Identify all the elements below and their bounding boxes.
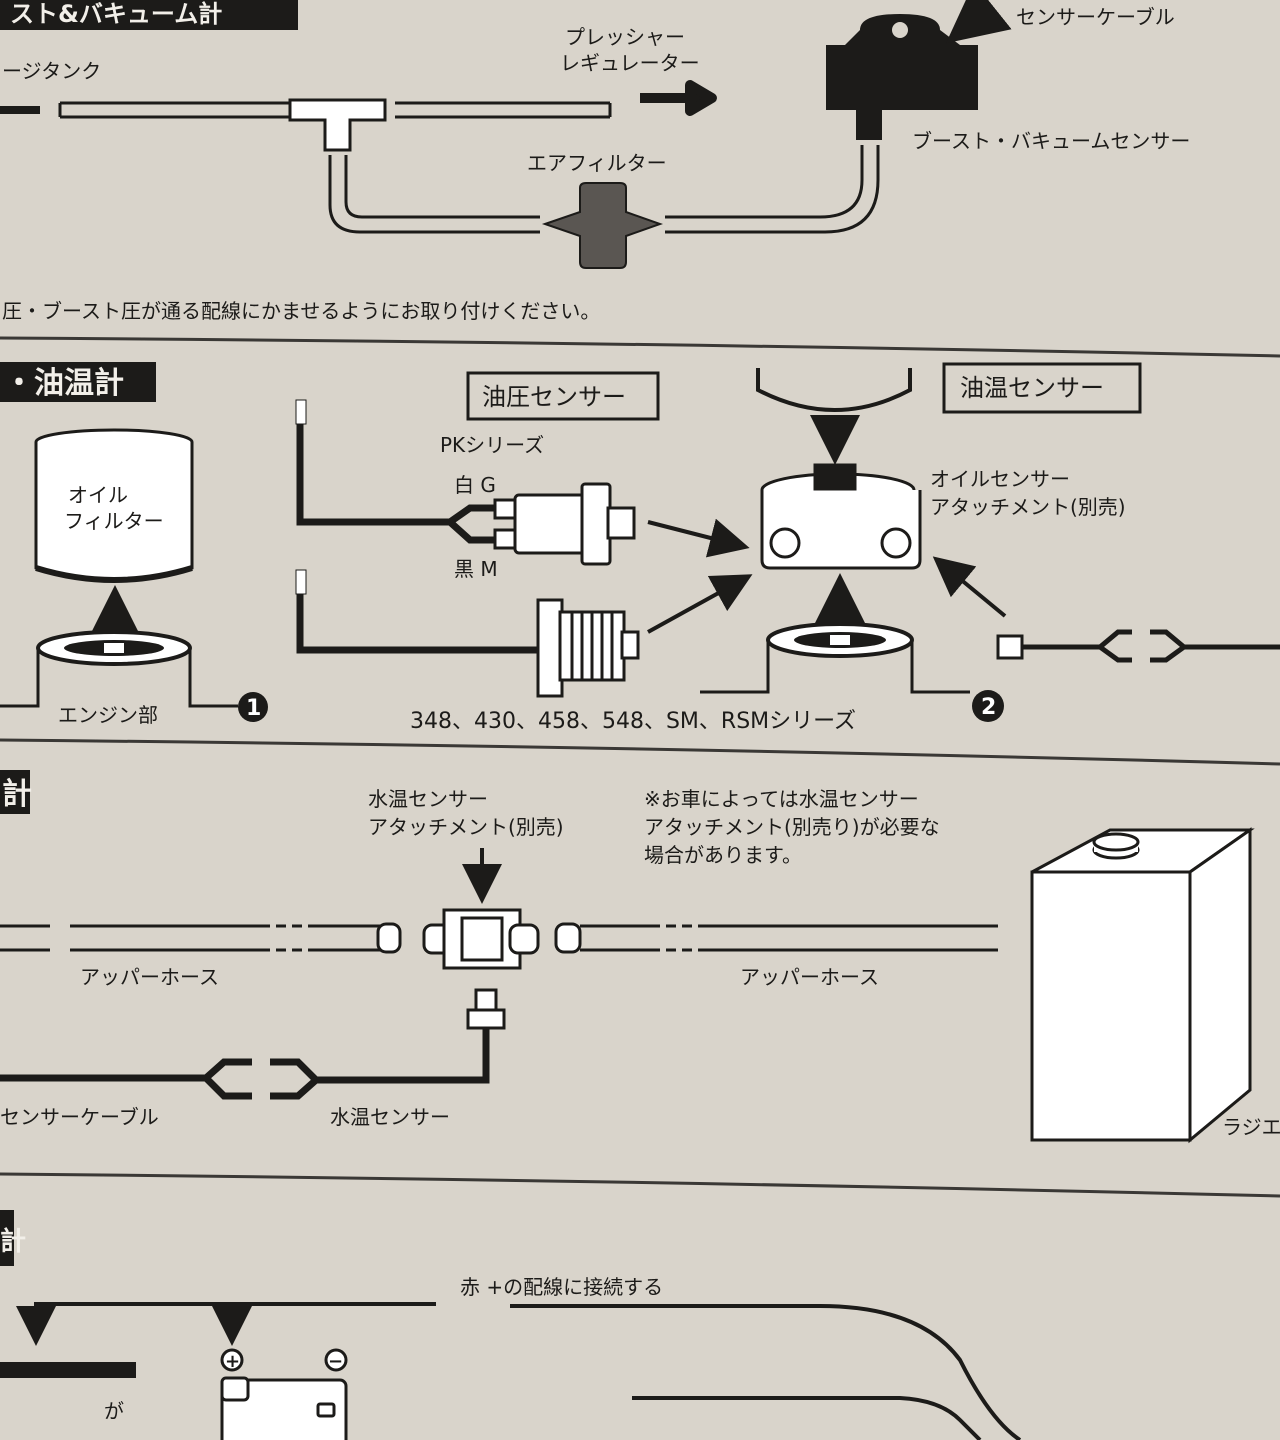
battery-plus: + — [225, 1351, 240, 1372]
water-note-1: ※お車によっては水温センサー — [644, 787, 919, 811]
pressure-regulator-label-1: プレッシャー — [565, 25, 685, 49]
oil-temp-sensor-label: 油温センサー — [960, 374, 1104, 402]
engine-mount — [0, 630, 238, 708]
upper-hose-right — [554, 922, 1040, 954]
divider-1 — [0, 336, 1280, 358]
upper-hose-left — [0, 922, 402, 954]
oil-filter-label-1: オイル — [68, 483, 128, 507]
divider-3 — [0, 1172, 1280, 1198]
regulator-arrow — [640, 80, 717, 116]
section-power-header-bg — [0, 1210, 14, 1266]
oil-sensor-attachment — [760, 463, 922, 570]
upper-hose-left-label: アッパーホース — [80, 965, 219, 989]
sensor-cable-label: センサーケーブル — [1016, 5, 1175, 29]
oil-temp-sensor-box — [942, 362, 1142, 414]
boost-vacuum-sensor — [826, 14, 978, 140]
series-list-label: 348、430、458、548、SM、RSMシリーズ — [410, 709, 856, 734]
section-boost-header-bg — [0, 0, 298, 30]
oil-pressure-sensor-box — [466, 371, 660, 421]
water-note-2: アタッチメント(別売り)が必要な — [644, 815, 940, 839]
engine-mount-2 — [700, 622, 970, 694]
badge-1 — [238, 692, 268, 722]
section-boost: スト&バキューム計 ージタンク プレッシャー レギュレーター エアフィルター セ… — [0, 0, 1190, 323]
water-attachment-label-1: 水温センサー — [368, 787, 488, 811]
power-black-bar — [0, 1362, 136, 1378]
power-partial-text: が — [104, 1399, 124, 1423]
boost-sensor-label: ブースト・バキュームセンサー — [912, 129, 1190, 153]
series-cable — [296, 570, 540, 654]
air-filter-label: エアフィルター — [527, 151, 667, 175]
storage-tank-label: ージタンク — [2, 59, 101, 83]
boost-branch-hose — [328, 155, 540, 234]
battery-minus: − — [328, 1351, 343, 1372]
oil-filter — [34, 428, 194, 583]
pk-to-attachment-arrow — [647, 518, 750, 558]
t-joint — [288, 98, 387, 152]
badge-2 — [972, 690, 1004, 722]
pressure-regulator-label-2: レギュレーター — [560, 51, 700, 75]
water-sensor-cable-label: センサーケーブル — [0, 1105, 159, 1129]
oil-temp-cable-arrow — [932, 556, 1007, 618]
pk-oil-pressure-sensor — [493, 482, 636, 566]
section-oil: ・油温計 油圧センサー 油温センサー オイル フィルター エンジン部 1 PKシ… — [0, 362, 1280, 734]
attachment-label-2: アタッチメント(別売) — [930, 495, 1126, 519]
pk-cable — [296, 400, 495, 544]
series-oil-pressure-sensor — [536, 598, 640, 698]
radiator — [1030, 827, 1255, 1144]
water-temp-sensor-label: 水温センサー — [330, 1105, 450, 1129]
oil-pressure-sensor-label: 油圧センサー — [482, 383, 626, 411]
boost-main-hose — [58, 101, 612, 119]
sensor-cable-left — [0, 1058, 252, 1100]
red-wire-line — [34, 1302, 1022, 1440]
badge-2-label: 2 — [981, 695, 996, 720]
pk-series-label: PKシリーズ — [440, 433, 544, 457]
attachment-label-1: オイルセンサー — [930, 467, 1070, 491]
water-temp-sensor — [466, 988, 506, 1030]
boost-install-note: 圧・ブースト圧が通る配線にかませるようにお取り付けください。 — [2, 299, 600, 323]
water-note-3: 場合があります。 — [644, 843, 802, 867]
red-wire-label: 赤 +の配線に接続する — [460, 1275, 663, 1299]
water-attachment-label-2: アタッチメント(別売) — [368, 815, 564, 839]
section-water: 計 水温センサー アタッチメント(別売) ※お車によっては水温センサー アタッチ… — [0, 770, 1280, 1144]
section-boost-header: スト&バキューム計 — [10, 0, 222, 28]
section-power-header: 計 — [0, 1226, 26, 1257]
second-line — [632, 1396, 982, 1440]
water-sensor-attachment — [422, 908, 540, 970]
divider-2 — [0, 738, 1280, 766]
section-power: 計 赤 +の配線に接続する + − が — [0, 1210, 1022, 1440]
radiator-label: ラジエ — [1222, 1115, 1280, 1139]
badge-1-label: 1 — [246, 696, 261, 721]
oil-filter-label-2: フィルター — [64, 509, 164, 533]
air-filter — [541, 182, 664, 269]
section-water-header-bg — [0, 770, 30, 814]
water-sensor-cable — [270, 1028, 490, 1100]
section-oil-header: ・油温計 — [4, 366, 124, 401]
section-water-header: 計 — [2, 777, 32, 812]
white-g-label: 白 G — [454, 473, 496, 497]
series-to-attachment-arrow — [647, 574, 753, 634]
oil-temp-cable — [996, 629, 1280, 663]
upper-hose-right-label: アッパーホース — [740, 965, 879, 989]
engine-label: エンジン部 — [58, 703, 158, 727]
oil-temp-sensor-bowl — [756, 368, 912, 412]
battery — [220, 1348, 348, 1440]
black-m-label: 黒 M — [454, 557, 498, 581]
sensor-cable-arrow — [945, 0, 1012, 44]
section-oil-header-bg — [0, 362, 156, 402]
